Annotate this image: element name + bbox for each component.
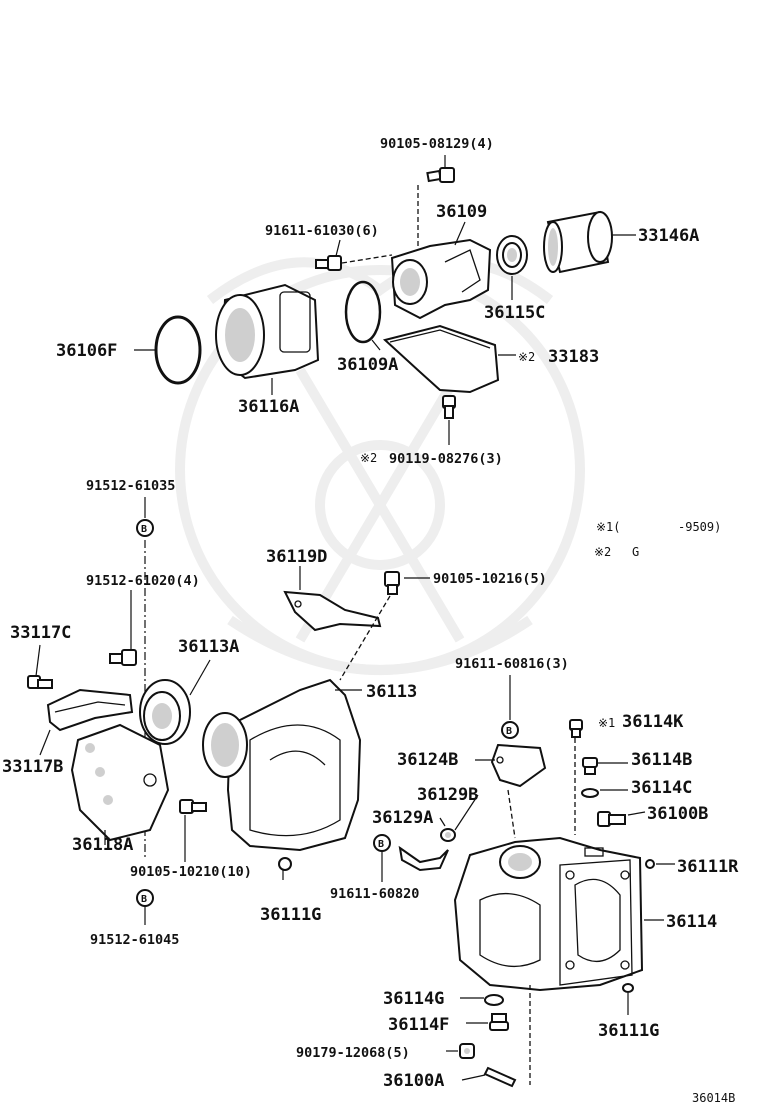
- b-marker-4-text: B: [378, 839, 384, 850]
- label-36100A: 36100A: [383, 1071, 444, 1091]
- gasket-36114G: [484, 994, 504, 1006]
- nut-90179-12068: [459, 1043, 475, 1059]
- o-ring-36109A: [344, 280, 382, 344]
- watermark-emblem: [175, 257, 585, 675]
- bolt-91512-61020: [109, 649, 137, 666]
- label-36114B: 36114B: [631, 750, 692, 770]
- mark-36114K: ※1: [598, 716, 615, 730]
- plug-36114B: [582, 757, 598, 775]
- label-36114: 36114: [666, 912, 717, 932]
- label-36114F: 36114F: [388, 1015, 449, 1035]
- bracket-36119D: [283, 590, 382, 632]
- label-36113A: 36113A: [178, 637, 239, 657]
- mount-36118A: [70, 723, 170, 842]
- bearing-36113A: [139, 679, 191, 745]
- housing-36116A: [215, 283, 320, 380]
- label-90179-12068: 90179-12068(5): [296, 1045, 410, 1061]
- note-2-text: G: [632, 545, 639, 559]
- pin-36111G-left: [278, 857, 292, 871]
- label-90105-10210: 90105-10210(10): [130, 864, 252, 880]
- label-33117B: 33117B: [2, 757, 63, 777]
- label-36118A: 36118A: [72, 835, 133, 855]
- bolt-33117C: [27, 675, 53, 689]
- label-36129B: 36129B: [417, 785, 478, 805]
- label-91512-61035: 91512-61035: [86, 478, 175, 494]
- label-36124B: 36124B: [397, 750, 458, 770]
- label-91611-60816: 91611-60816(3): [455, 656, 569, 672]
- label-36114C: 36114C: [631, 778, 692, 798]
- bracket-33117B: [46, 688, 134, 732]
- note-1-mark: ※1(: [596, 520, 621, 534]
- b-marker-3: [501, 721, 519, 739]
- pin-36111G-right: [622, 983, 634, 993]
- label-91512-61020: 91512-61020(4): [86, 573, 200, 589]
- b-marker-1: [136, 519, 154, 537]
- label-36109A: 36109A: [337, 355, 398, 375]
- label-36113: 36113: [366, 682, 417, 702]
- case-36109: [390, 238, 492, 320]
- label-33146A: 33146A: [638, 226, 699, 246]
- bracket-33183: [382, 324, 500, 394]
- clamp-91611-60820: [398, 845, 449, 872]
- note-1-text: -9509): [678, 520, 721, 534]
- case-36114: [453, 836, 644, 992]
- label-33183: 33183: [548, 347, 599, 367]
- label-36119D: 36119D: [266, 547, 327, 567]
- b-marker-3-text: B: [506, 726, 512, 737]
- b-marker-2-text: B: [141, 894, 147, 905]
- note-2-mark: ※2: [594, 545, 611, 559]
- label-91611-61030: 91611-61030(6): [265, 223, 379, 239]
- pin-36111R: [645, 859, 655, 869]
- bolt-90105-08129: [426, 167, 455, 183]
- bushing-36129A: [440, 828, 456, 842]
- bolt-36100B: [597, 811, 626, 827]
- label-36111R: 36111R: [677, 857, 739, 877]
- label-33117C: 33117C: [10, 623, 71, 643]
- label-36116A: 36116A: [238, 397, 299, 417]
- housing-36113: [202, 678, 362, 852]
- collar-33146A: [543, 210, 613, 274]
- label-36111G-right: 36111G: [598, 1021, 659, 1041]
- label-36115C: 36115C: [484, 303, 545, 323]
- label-36100B: 36100B: [647, 804, 708, 824]
- label-90105-08129: 90105-08129(4): [380, 136, 494, 152]
- label-36109: 36109: [436, 202, 487, 222]
- bolt-90105-10210: [179, 799, 207, 814]
- label-36129A: 36129A: [372, 808, 433, 828]
- figure-id: 36014B: [692, 1091, 735, 1105]
- bolt-91611-61030: [315, 255, 342, 271]
- cover-36124B: [490, 743, 547, 788]
- b-marker-1-text: B: [141, 524, 147, 535]
- label-36114G: 36114G: [383, 989, 444, 1009]
- label-36114K: 36114K: [622, 712, 684, 732]
- label-91512-61045: 91512-61045: [90, 932, 179, 948]
- plug-36114K: [569, 719, 583, 738]
- mark-90119-08276: ※2: [360, 451, 377, 465]
- label-90105-10216: 90105-10216(5): [433, 571, 547, 587]
- label-91611-60820: 91611-60820: [330, 886, 419, 902]
- bolt-90105-10216: [384, 571, 400, 595]
- label-36111G-left: 36111G: [260, 905, 321, 925]
- bolt-90119-08276: [442, 395, 456, 419]
- stud-36100A: [483, 1066, 517, 1088]
- gasket-36114C: [581, 788, 599, 798]
- label-90119-08276: 90119-08276(3): [389, 451, 503, 467]
- plug-36114F: [489, 1013, 509, 1031]
- o-ring-36106F: [154, 315, 202, 385]
- label-36106F: 36106F: [56, 341, 117, 361]
- seal-36115C: [496, 235, 528, 275]
- mark-33183: ※2: [518, 350, 535, 364]
